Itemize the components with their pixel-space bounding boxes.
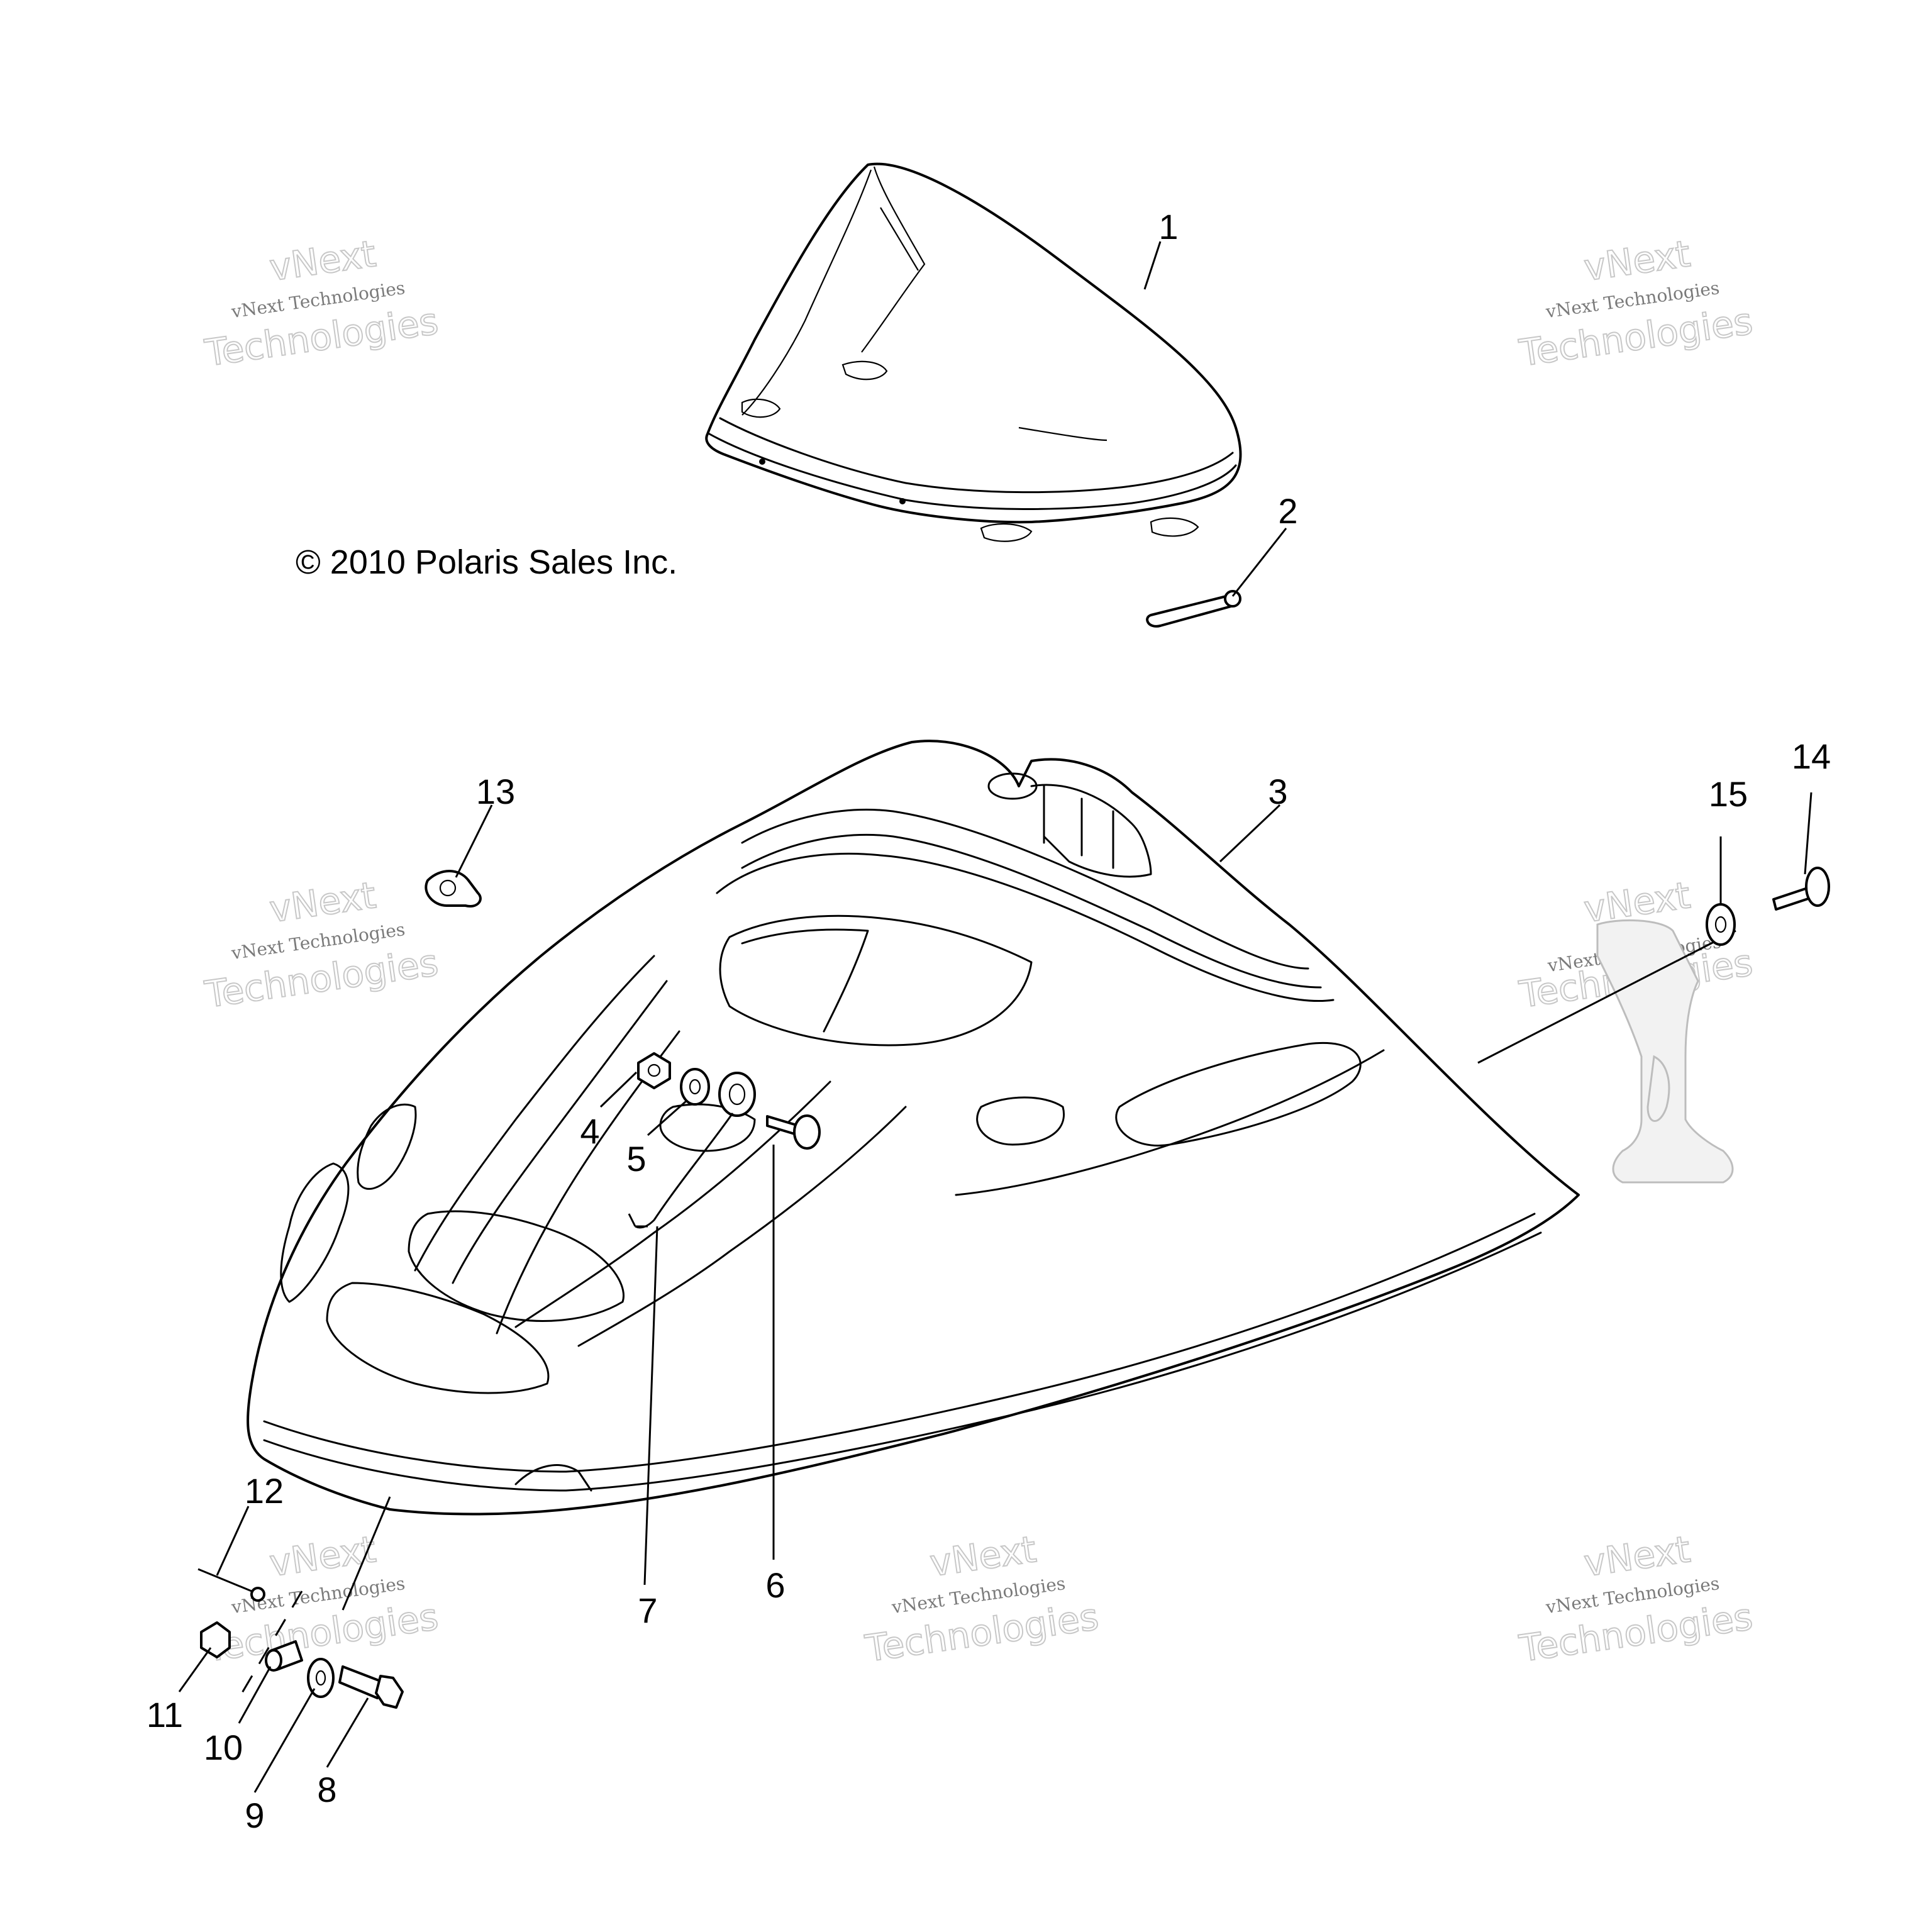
watermark-mid-left: vNext Technologies vNext Technologies (201, 873, 441, 1017)
callout-3: 3 (1268, 772, 1287, 811)
bolt-14 (1772, 867, 1830, 911)
leader-2 (1231, 528, 1287, 597)
leader-12b (341, 1496, 391, 1611)
leader-5 (647, 1099, 687, 1136)
plug-6 (766, 1114, 821, 1150)
nut-4 (637, 1052, 671, 1089)
pin-12 (197, 1568, 265, 1602)
leader-7 (643, 1226, 658, 1585)
mount-bracket (1596, 919, 1734, 1184)
svg-text:vNext: vNext (1582, 232, 1693, 289)
hood (247, 740, 1580, 1516)
leader-3 (1219, 804, 1281, 863)
bolt-8 (338, 1665, 404, 1709)
callout-12: 12 (245, 1471, 284, 1511)
callout-11: 11 (147, 1695, 183, 1735)
leader-12 (216, 1506, 250, 1576)
windshield (705, 162, 1242, 542)
leader-11 (178, 1647, 212, 1692)
leader-4 (599, 1071, 638, 1108)
copyright-text: © 2010 Polaris Sales Inc. (296, 543, 677, 581)
watermark-top-left: vNext Technologies vNext Technologies (201, 231, 441, 375)
leader-14 (1804, 792, 1813, 875)
callout-2: 2 (1278, 491, 1297, 531)
callout-8: 8 (317, 1770, 336, 1809)
washer-9 (307, 1658, 335, 1698)
leader-10 (238, 1666, 272, 1724)
assembly-axis (238, 1591, 303, 1699)
tether-7 (628, 1072, 756, 1229)
svg-text:vNext: vNext (928, 1528, 1039, 1585)
watermark-bottom-center: vNext Technologies vNext Technologies (862, 1527, 1101, 1671)
leader-1 (1143, 241, 1162, 290)
callout-5: 5 (626, 1139, 646, 1179)
spacer-10 (265, 1640, 303, 1672)
watermark-bottom-right: vNext Technologies vNext Technologies (1516, 1527, 1755, 1671)
clip-13 (425, 870, 482, 908)
pin (1146, 590, 1241, 628)
callout-15: 15 (1709, 774, 1748, 814)
callout-7: 7 (638, 1591, 657, 1630)
callout-6: 6 (765, 1565, 785, 1605)
leader-8 (326, 1697, 369, 1768)
svg-text:vNext: vNext (267, 232, 379, 289)
leader-13 (455, 804, 493, 878)
leader-9 (253, 1688, 316, 1793)
watermark-top-right: vNext Technologies vNext Technologies (1516, 231, 1755, 375)
washer-5 (680, 1068, 710, 1106)
callout-14: 14 (1792, 736, 1831, 776)
washer-15 (1706, 903, 1736, 946)
callout-1: 1 (1158, 207, 1178, 247)
svg-text:vNext: vNext (1582, 1528, 1693, 1585)
nut-11 (200, 1621, 231, 1658)
svg-text:vNext: vNext (267, 1528, 379, 1585)
leader-hood-to-bracket (1477, 930, 1736, 1064)
callout-13: 13 (476, 772, 515, 811)
svg-text:vNext: vNext (267, 874, 379, 931)
callout-4: 4 (580, 1111, 599, 1151)
callout-10: 10 (204, 1728, 243, 1767)
callout-9: 9 (245, 1796, 264, 1835)
